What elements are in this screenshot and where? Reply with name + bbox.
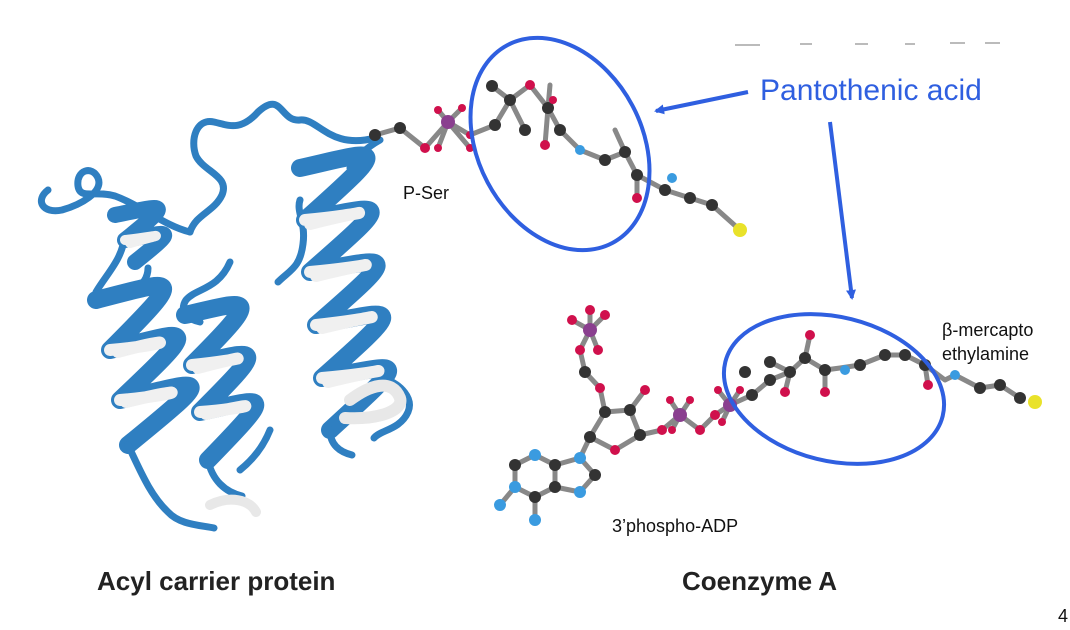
atoms [369, 80, 747, 237]
top-molecule-chain [369, 80, 747, 237]
pantothenic-acid-label: Pantothenic acid [760, 74, 982, 107]
protein-strand [339, 379, 407, 425]
atoms [494, 305, 1042, 526]
callout-arrow-top [654, 90, 749, 115]
helix-4 [107, 200, 173, 270]
phospho-adp-label: 3’phospho-ADP [612, 516, 739, 536]
ethylamine-label: ethylamine [942, 344, 1030, 364]
acyl-carrier-protein-caption: Acyl carrier protein [97, 566, 336, 596]
helix-1 [87, 276, 218, 532]
pantothenic-acid-highlight-coa [721, 312, 947, 466]
protein-strand [205, 494, 261, 517]
helix-2 [176, 296, 265, 500]
beta-mercapto-label: β-mercapto [942, 320, 1034, 340]
pantothenic-acid-highlight-top [468, 35, 652, 253]
helix-3 [291, 146, 398, 459]
page-number: 4 [1058, 606, 1069, 626]
coenzyme-a-caption: Coenzyme A [682, 566, 838, 596]
callout-arrow-down [828, 121, 856, 300]
coenzyme-a-molecule [494, 305, 1042, 526]
p-ser-label: P-Ser [403, 183, 450, 203]
acyl-carrier-protein-ribbon [37, 100, 413, 532]
scan-marks [735, 42, 1000, 46]
